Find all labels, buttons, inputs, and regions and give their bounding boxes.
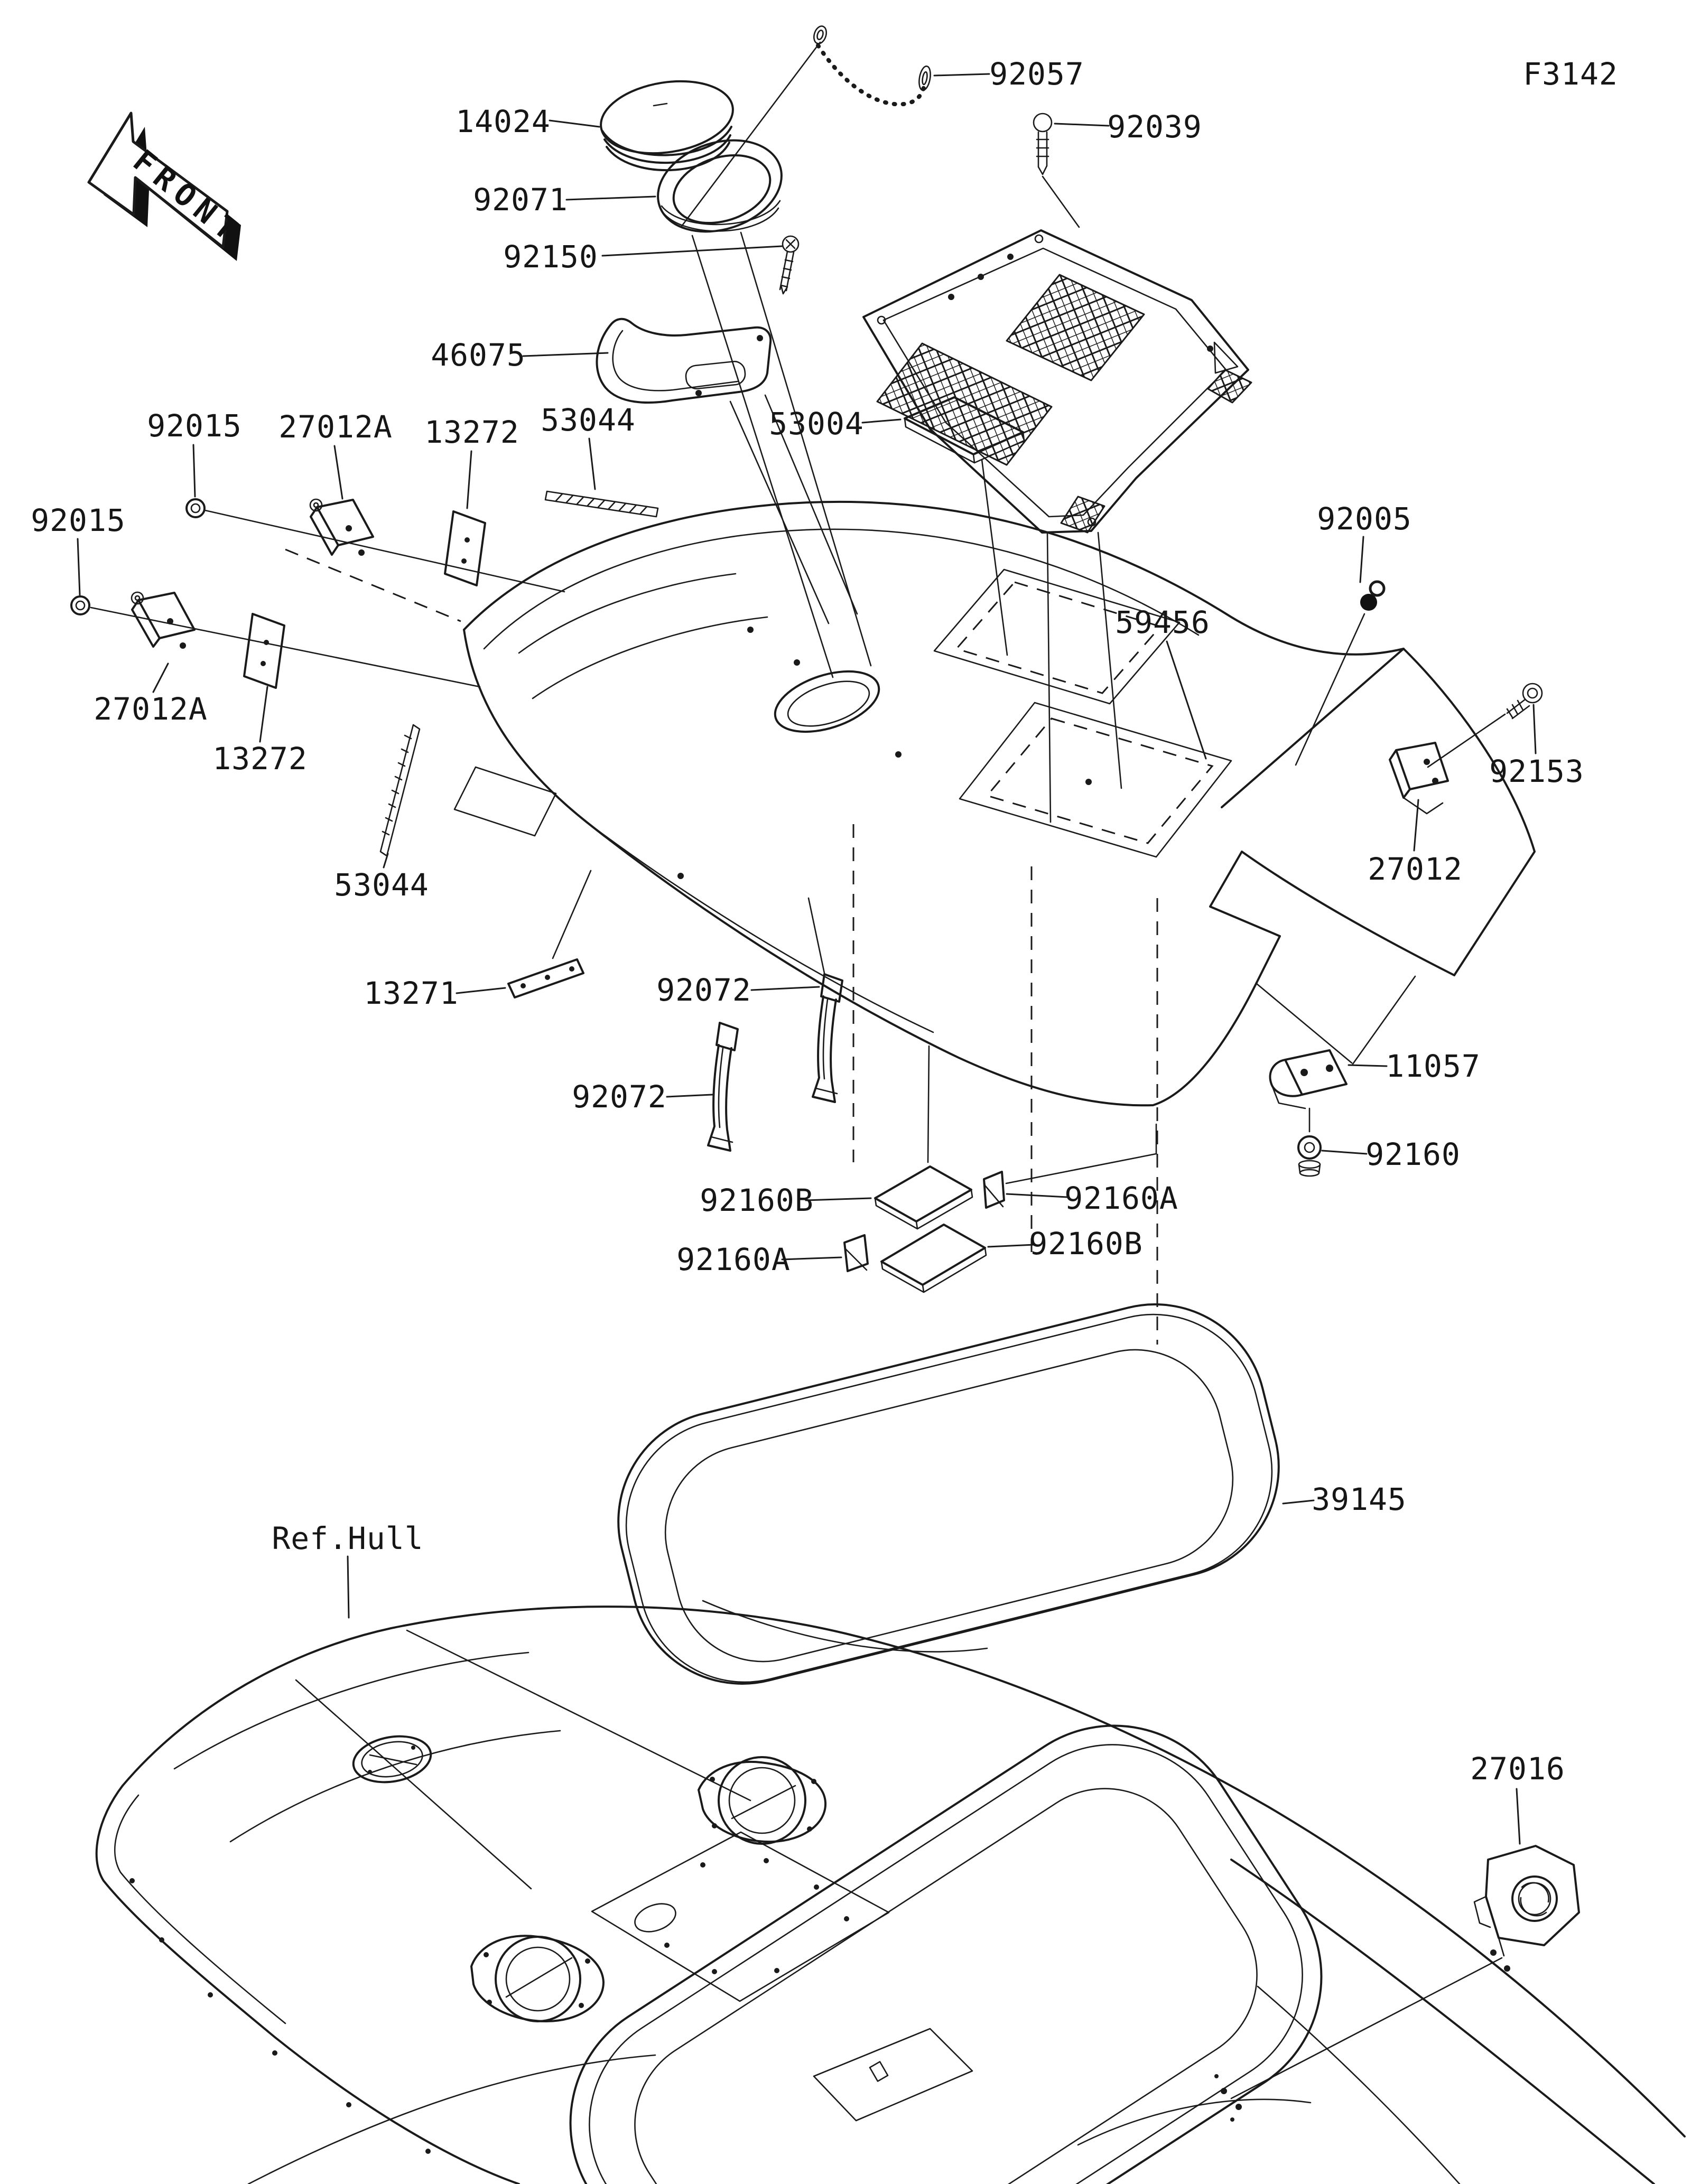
leader-lines [77, 73, 1537, 1845]
part-label-27012A: 27012A [278, 409, 393, 445]
part-label-13272: 13272 [212, 741, 308, 777]
part-drawing-92072-strap-lower [707, 1022, 739, 1152]
part-drawing-11057-bracket [1256, 975, 1416, 1133]
part-label-14024: 14024 [456, 104, 551, 139]
part-drawing-27016-latch [1230, 1845, 1580, 2099]
part-drawing-13271-plate [507, 870, 592, 998]
part-label-92160B: 92160B [700, 1182, 814, 1218]
part-label-53004: 53004 [769, 406, 864, 442]
part-drawing-ref-hull [95, 1606, 1686, 2184]
part-label-92150: 92150 [503, 239, 598, 275]
part-drawing-39145-seal [617, 1303, 1280, 1685]
mount-row-upper [185, 498, 565, 593]
part-label-92160: 92160 [1365, 1136, 1461, 1172]
part-drawing-92160-grommet [1297, 1135, 1322, 1177]
part-label-92039: 92039 [1107, 109, 1202, 145]
part-drawing-53044-lower [379, 724, 421, 857]
part-label-46075: 46075 [431, 337, 526, 373]
part-drawing-92150-screw [779, 235, 800, 295]
part-label-27012A: 27012A [94, 691, 208, 727]
part-label-92015: 92015 [31, 502, 126, 538]
part-label-27016: 27016 [1470, 1751, 1565, 1787]
part-label-92160B: 92160B [1029, 1226, 1143, 1262]
part-number-labels: 92057 14024 92039 92071 92150 46075 53044 53004… [31, 56, 1584, 1787]
part-drawing-92057-lanyard [681, 25, 931, 227]
part-label-59456: 59456 [1115, 604, 1210, 640]
part-label-92071: 92071 [473, 182, 568, 218]
part-label-92160A: 92160A [676, 1242, 791, 1277]
part-label-13272: 13272 [424, 414, 519, 450]
part-drawing-14093-grille [862, 229, 1252, 823]
part-drawing-92005-damper [1295, 580, 1386, 766]
front-direction-arrow: FRONT [87, 111, 249, 261]
part-drawing-14024-cap [600, 80, 734, 171]
part-drawing-59456-deck [285, 231, 1536, 1345]
part-label-53044: 53044 [541, 402, 636, 438]
part-drawing-27012-bracket [1389, 742, 1449, 815]
ref-hull-label: Ref.Hull [272, 1520, 423, 1556]
figure-id-label: F3142 [1523, 56, 1618, 92]
part-drawing-53044-upper [544, 490, 659, 518]
part-label-92057: 92057 [989, 56, 1084, 92]
part-drawing-92160-pads [843, 1045, 1157, 1293]
part-drawing-46075-bracket [596, 318, 858, 624]
part-drawing-53004-pad [904, 396, 1025, 656]
part-label-11057: 11057 [1386, 1048, 1481, 1084]
mount-row-lower [70, 591, 481, 689]
part-drawing-92071-gasket [657, 139, 783, 233]
part-label-27012: 27012 [1368, 851, 1463, 887]
part-label-92160A: 92160A [1064, 1180, 1178, 1216]
part-label-92153: 92153 [1489, 753, 1584, 789]
part-label-53044: 53044 [334, 867, 429, 903]
part-label-13271: 13271 [364, 975, 459, 1011]
part-label-92072: 92072 [656, 972, 751, 1008]
part-label-92005: 92005 [1317, 501, 1412, 537]
part-label-39145: 39145 [1312, 1481, 1407, 1517]
part-label-92015: 92015 [147, 408, 242, 444]
part-drawing-92039-screw [1033, 113, 1080, 228]
part-label-92072: 92072 [572, 1079, 667, 1115]
part-drawing-92072-strap-upper [807, 897, 843, 1103]
